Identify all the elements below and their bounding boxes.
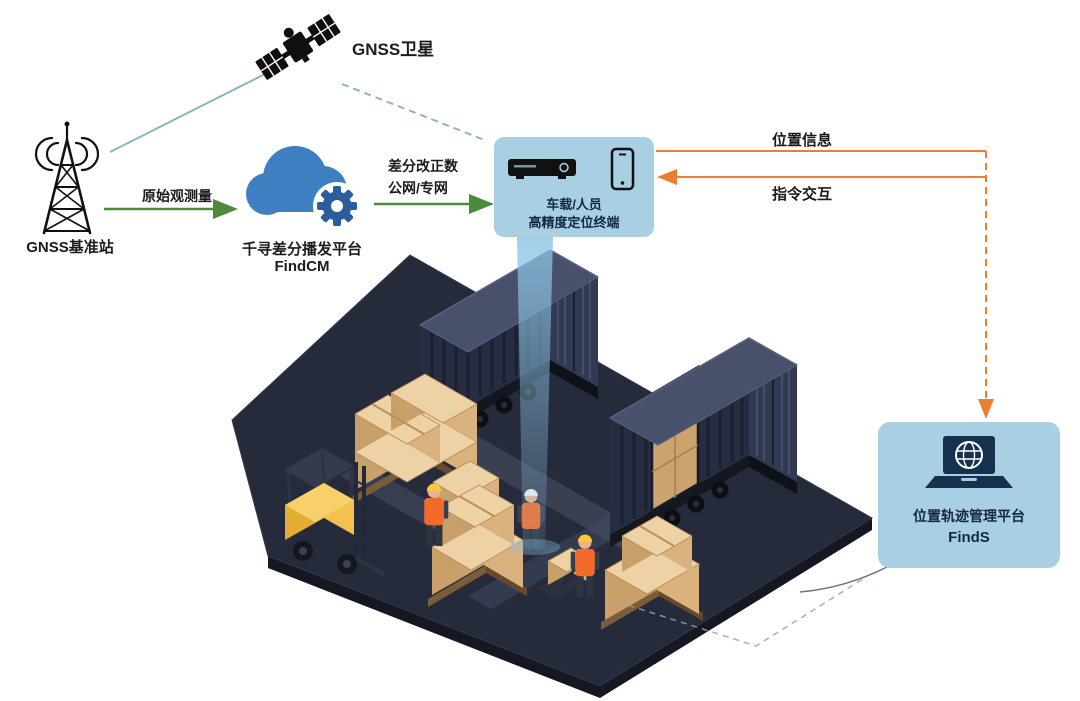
raw-observation-label: 原始观测量: [142, 188, 212, 204]
management-label-line2: FindS: [948, 529, 990, 546]
worker-3: [570, 534, 600, 597]
management-platform-node: 位置轨迹管理平台 FindS: [878, 422, 1060, 568]
management-label-line1: 位置轨迹管理平台: [913, 508, 1025, 524]
terminal-node: 车载/人员 高精度定位终端: [494, 137, 654, 237]
pallet-stack-d: [601, 515, 703, 630]
cloud-gear-icon: [246, 146, 361, 230]
satellite-icon: [255, 14, 341, 80]
position-info-label: 位置信息: [771, 132, 832, 149]
laptop-globe-icon: [925, 436, 1013, 488]
zone-marking: [617, 576, 867, 647]
satellite-label: GNSS卫星: [352, 40, 435, 59]
link-satellite-to-terminal: [341, 83, 488, 142]
base-station-label: GNSS基准站: [26, 239, 114, 256]
terminal-label-line1: 车载/人员: [546, 197, 602, 212]
radio-tower-icon: [34, 121, 100, 235]
correction-label-line1: 差分改正数: [388, 158, 458, 174]
correction-label-line2: 公网/专网: [388, 180, 448, 196]
smartphone-icon: [610, 147, 635, 191]
forklift: [284, 448, 384, 577]
worker-1: [419, 483, 449, 546]
terminal-label-line2: 高精度定位终端: [528, 215, 620, 230]
cloud-platform-name: FindCM: [274, 258, 330, 275]
link-satellite-to-station: [109, 73, 266, 153]
positioning-beam: [508, 237, 560, 555]
pallet-stack-c: [428, 484, 527, 607]
bubble-leader-line: [799, 565, 890, 593]
cloud-platform-label: 千寻差分播发平台: [241, 241, 362, 258]
command-label: 指令交互: [771, 186, 832, 203]
pallet-stack-a: [349, 373, 481, 506]
receiver-device-icon: [508, 159, 576, 179]
